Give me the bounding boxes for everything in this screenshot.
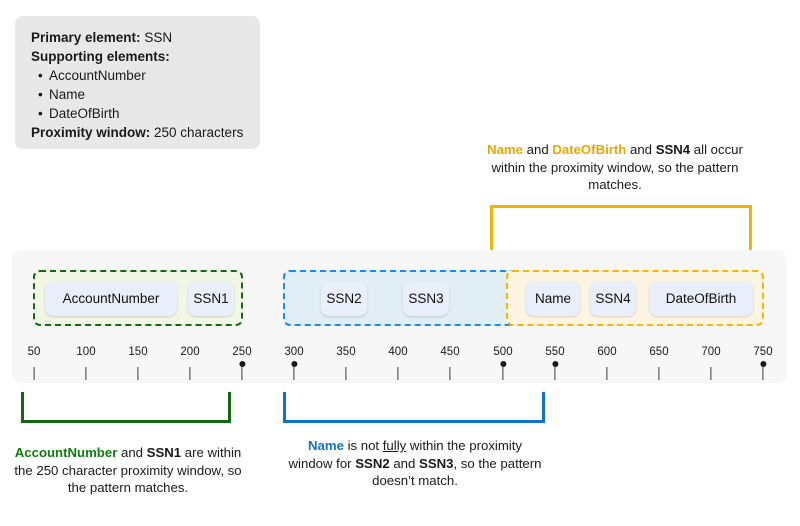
proximity-window-label: Proximity window: xyxy=(31,125,151,140)
annotation-seg-2: within the proximity window for xyxy=(288,438,523,471)
axis-tick-label: 150 xyxy=(128,346,148,358)
axis-tick-label: 400 xyxy=(388,346,408,358)
supporting-elements-label-line: Supporting elements: xyxy=(31,47,244,66)
axis-tick-label: 600 xyxy=(597,346,617,358)
annotation-token-name: Name xyxy=(487,142,523,157)
token-chip-ssn3[interactable]: SSN3 xyxy=(403,281,449,316)
axis-tick-label: 700 xyxy=(701,346,721,358)
axis-tick-line xyxy=(502,367,504,380)
axis-tick-marker-dot xyxy=(500,361,506,367)
axis-tick-150: 150 xyxy=(128,346,148,380)
axis-tick-250: 250 xyxy=(232,346,252,380)
supporting-elements-list: AccountNumber Name DateOfBirth xyxy=(31,66,244,123)
annotation-conj-1: and xyxy=(523,142,553,157)
axis-tick-50: 50 xyxy=(27,346,41,380)
axis-tick-700: 700 xyxy=(701,346,721,380)
primary-element-label: Primary element: xyxy=(31,30,141,45)
top-annotation-text: Name and DateOfBirth and SSN4 all occur … xyxy=(470,141,760,194)
axis-tick-label: 100 xyxy=(76,346,96,358)
axis-tick-550: 550 xyxy=(545,346,565,380)
axis-tick-line xyxy=(33,367,35,380)
primary-element-line: Primary element: SSN xyxy=(31,28,244,47)
token-chip-name[interactable]: Name xyxy=(526,281,580,316)
annotation-emphasis-fully: fully xyxy=(382,438,407,453)
blue-proximity-bracket xyxy=(283,392,545,423)
axis-tick-line xyxy=(293,367,295,380)
bottom-left-annotation-text: AccountNumber and SSN1 are within the 25… xyxy=(8,444,248,497)
axis-tick-line xyxy=(606,367,608,380)
axis-tick-label: 250 xyxy=(232,346,252,358)
axis-tick-line xyxy=(554,367,556,380)
annotation-token-accountnumber: AccountNumber xyxy=(14,445,118,460)
supporting-elements-label: Supporting elements: xyxy=(31,49,170,64)
legend-box: Primary element: SSN Supporting elements… xyxy=(15,16,260,149)
axis-tick-100: 100 xyxy=(76,346,96,380)
annotation-token-ssn4: SSN4 xyxy=(655,142,691,157)
axis-tick-line xyxy=(397,367,399,380)
axis-tick-marker-dot xyxy=(291,361,297,367)
annotation-token-dateofbirth: DateOfBirth xyxy=(552,142,627,157)
token-chip-ssn2[interactable]: SSN2 xyxy=(321,281,367,316)
axis-tick-label: 500 xyxy=(493,346,513,358)
axis-tick-marker-dot xyxy=(239,361,245,367)
axis-tick-500: 500 xyxy=(493,346,513,380)
timeline-card: AccountNumber SSN1 SSN2 SSN3 Name SSN4 D… xyxy=(12,250,787,383)
annotation-tail: all occur within the proximity window, s… xyxy=(491,142,743,192)
annotation-seg-1: is not xyxy=(343,438,383,453)
proximity-window-value: 250 characters xyxy=(150,125,244,140)
axis-tick-line xyxy=(189,367,191,380)
axis-tick-line xyxy=(85,367,87,380)
proximity-window-line: Proximity window: 250 characters xyxy=(31,123,244,142)
list-item: Name xyxy=(38,85,244,104)
axis-tick-label: 650 xyxy=(649,346,669,358)
primary-element-value: SSN xyxy=(140,30,173,45)
axis-tick-label: 550 xyxy=(545,346,565,358)
axis-tick-650: 650 xyxy=(649,346,669,380)
axis-tick-marker-dot xyxy=(760,361,766,367)
axis-tick-line xyxy=(137,367,139,380)
green-proximity-bracket xyxy=(21,392,231,423)
axis-tick-label: 750 xyxy=(753,346,773,358)
axis-tick-line xyxy=(345,367,347,380)
annotation-tail: are within the 250 character proximity w… xyxy=(14,445,242,495)
axis-tick-300: 300 xyxy=(284,346,304,380)
list-item: AccountNumber xyxy=(38,66,244,85)
axis-tick-450: 450 xyxy=(440,346,460,380)
annotation-token-ssn3: SSN3 xyxy=(419,455,454,471)
axis-tick-350: 350 xyxy=(336,346,356,380)
orange-proximity-bracket xyxy=(490,205,752,251)
token-chip-ssn1[interactable]: SSN1 xyxy=(188,281,234,316)
annotation-conj: and xyxy=(117,445,147,460)
bottom-middle-annotation-text: Name is not fully within the proximity w… xyxy=(285,437,545,490)
axis-tick-label: 300 xyxy=(284,346,304,358)
annotation-conj-2: and xyxy=(626,142,656,157)
axis-tick-line xyxy=(710,367,712,380)
axis-tick-label: 350 xyxy=(336,346,356,358)
axis-tick-line xyxy=(449,367,451,380)
axis-tick-marker-dot xyxy=(552,361,558,367)
annotation-tail: , so the pattern doesn’t match. xyxy=(372,455,542,489)
token-chip-accountnumber[interactable]: AccountNumber xyxy=(45,281,177,316)
axis-tick-label: 450 xyxy=(440,346,460,358)
token-chip-dateofbirth[interactable]: DateOfBirth xyxy=(649,281,753,316)
list-item: DateOfBirth xyxy=(38,104,244,123)
token-chip-ssn4[interactable]: SSN4 xyxy=(590,281,636,316)
axis-tick-label: 200 xyxy=(180,346,200,358)
axis-tick-line xyxy=(762,367,764,380)
axis-tick-label: 50 xyxy=(27,346,41,358)
axis-tick-line xyxy=(241,367,243,380)
axis-tick-400: 400 xyxy=(388,346,408,380)
annotation-conj: and xyxy=(389,455,420,471)
annotation-token-ssn1: SSN1 xyxy=(146,445,182,460)
axis-tick-750: 750 xyxy=(753,346,773,380)
annotation-token-ssn2: SSN2 xyxy=(355,455,390,471)
axis-tick-600: 600 xyxy=(597,346,617,380)
annotation-token-name: Name xyxy=(307,438,344,453)
axis-tick-200: 200 xyxy=(180,346,200,380)
character-position-axis: 50 100 150 200 250 300 350 400 450 500 550 600 650 70… xyxy=(12,346,787,383)
axis-tick-line xyxy=(658,367,660,380)
